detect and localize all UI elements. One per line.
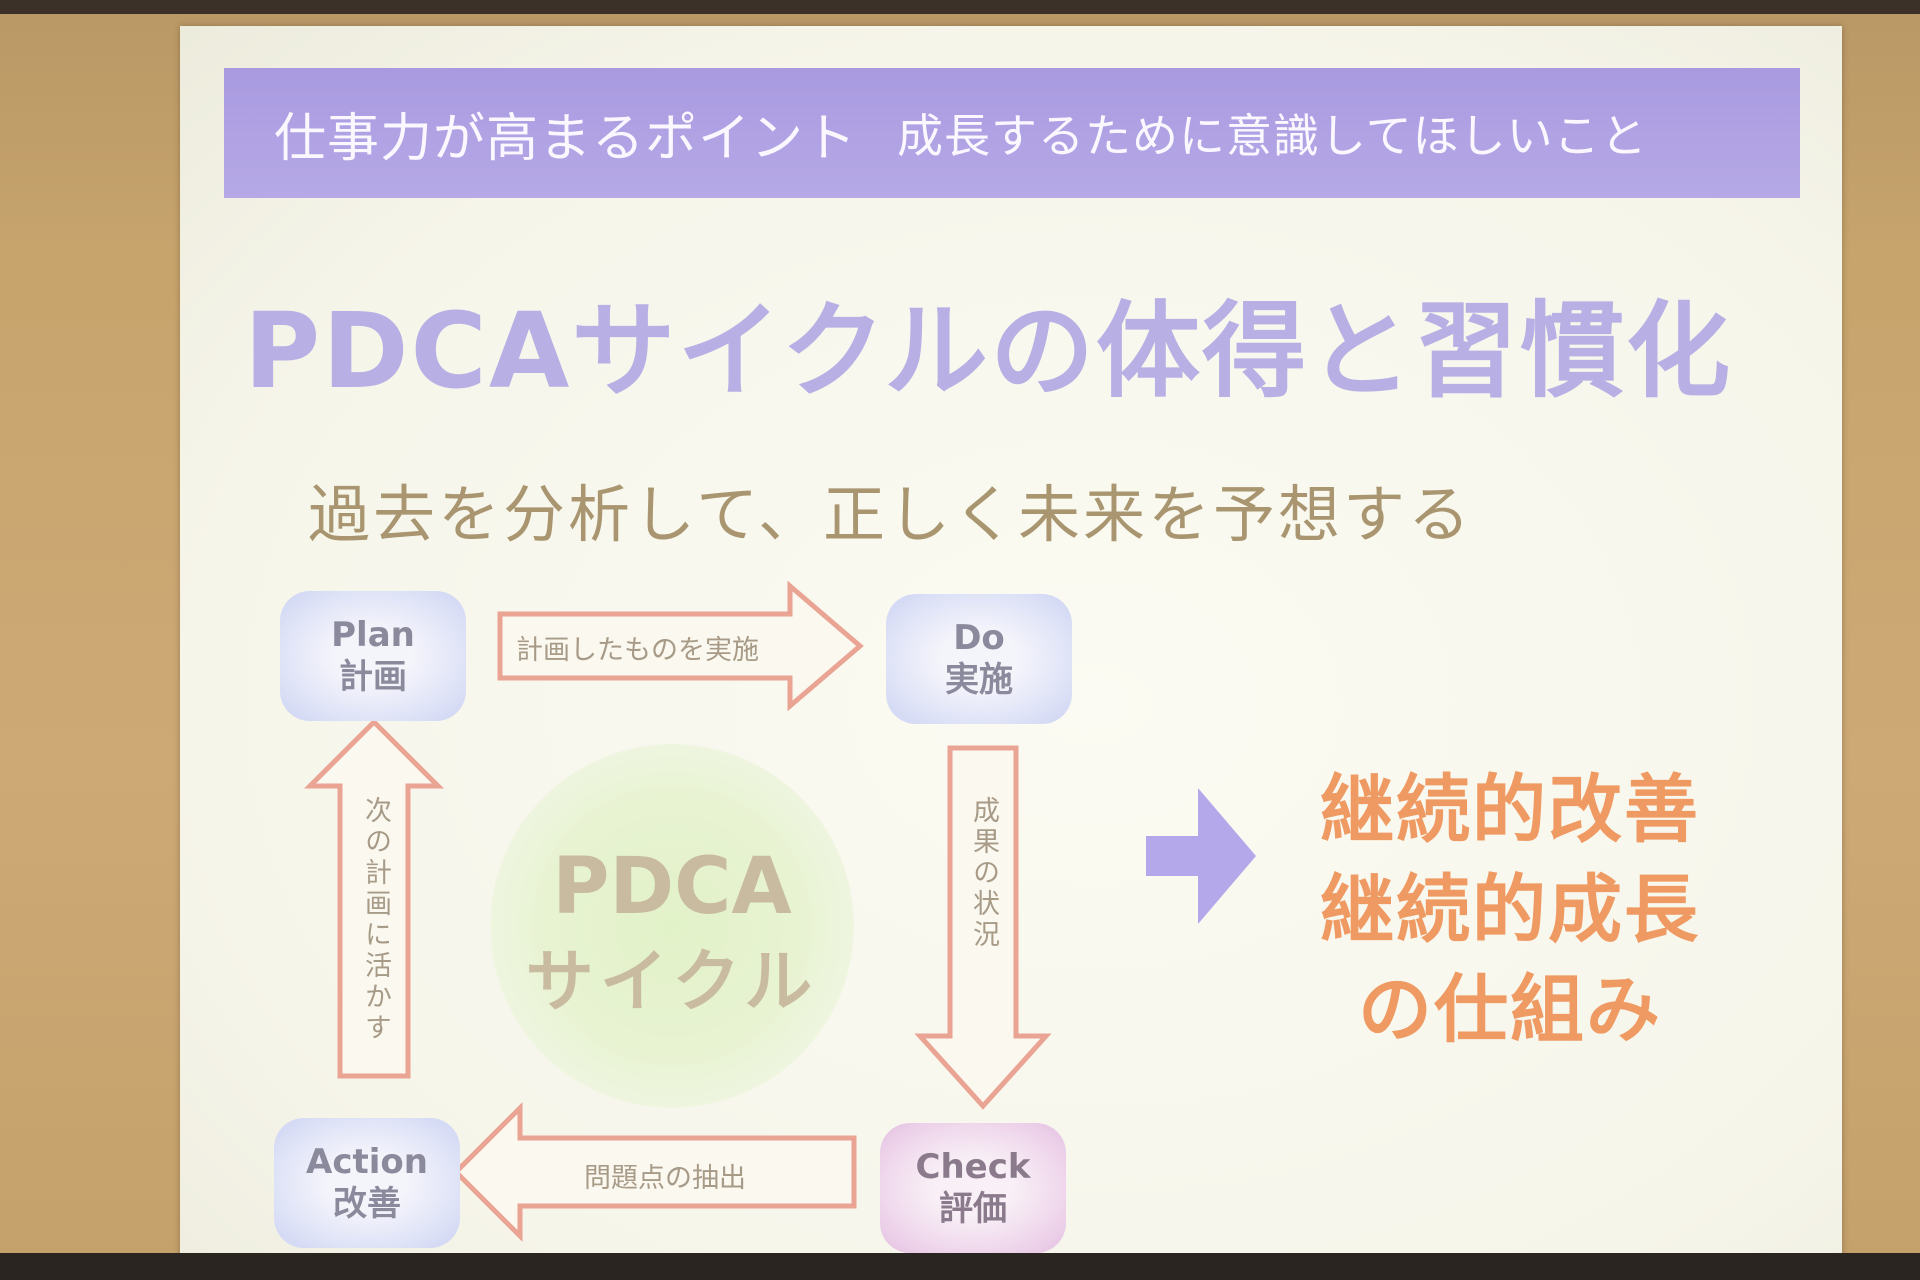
node-do-ja: 実施 [945, 660, 1013, 700]
slide-banner: 仕事力が高まるポイント 成長するために意識してほしいこと [224, 68, 1800, 198]
node-plan-en: Plan [331, 614, 415, 655]
node-do-en: Do [953, 617, 1005, 658]
result-line-1: 継続的改善 [1320, 767, 1700, 853]
node-plan: Plan 計画 [280, 591, 466, 721]
node-check-en: Check [915, 1146, 1031, 1187]
slide-title: PDCAサイクルの体得と習慣化 [244, 290, 1733, 412]
node-check: Check 評価 [880, 1123, 1066, 1253]
center-label-cycle: サイクル [525, 943, 819, 1022]
node-action: Action 改善 [274, 1118, 460, 1248]
node-plan-ja: 計画 [339, 657, 407, 697]
node-action-ja: 改善 [333, 1184, 401, 1224]
projector-bottom-edge [0, 1253, 1920, 1280]
arrow-do-to-check [914, 745, 1052, 1110]
center-label-pdca: PDCA [552, 842, 792, 932]
arrow-check-to-action [452, 1101, 857, 1243]
projection-screen: 仕事力が高まるポイント 成長するために意識してほしいこと PDCAサイクルの体得… [180, 26, 1842, 1258]
node-action-en: Action [306, 1141, 428, 1182]
label-action-to-plan: 次の計画に活かす [360, 796, 391, 1044]
label-plan-to-do: 計画したものを実施 [516, 635, 759, 666]
banner-subtitle: 成長するために意識してほしいこと [897, 109, 1648, 163]
arrow-action-to-plan [303, 718, 445, 1079]
label-check-to-action: 問題点の抽出 [584, 1163, 746, 1194]
node-check-ja: 評価 [939, 1189, 1007, 1229]
node-do: Do 実施 [886, 594, 1072, 724]
pdca-center-circle [490, 744, 854, 1108]
result-line-3: の仕組み [1358, 967, 1662, 1053]
banner-title: 仕事力が高まるポイント [274, 108, 858, 169]
projector-top-edge [0, 0, 1920, 14]
arrow-plan-to-do [497, 580, 864, 712]
result-pointer-arrow [1146, 788, 1256, 924]
slide-subtitle: 過去を分析して、正しく未来を予想する [308, 478, 1474, 551]
result-line-2: 継続的成長 [1320, 867, 1700, 953]
cycle-arrows [303, 580, 1256, 1243]
label-do-to-check: 成果の状況 [968, 796, 999, 951]
